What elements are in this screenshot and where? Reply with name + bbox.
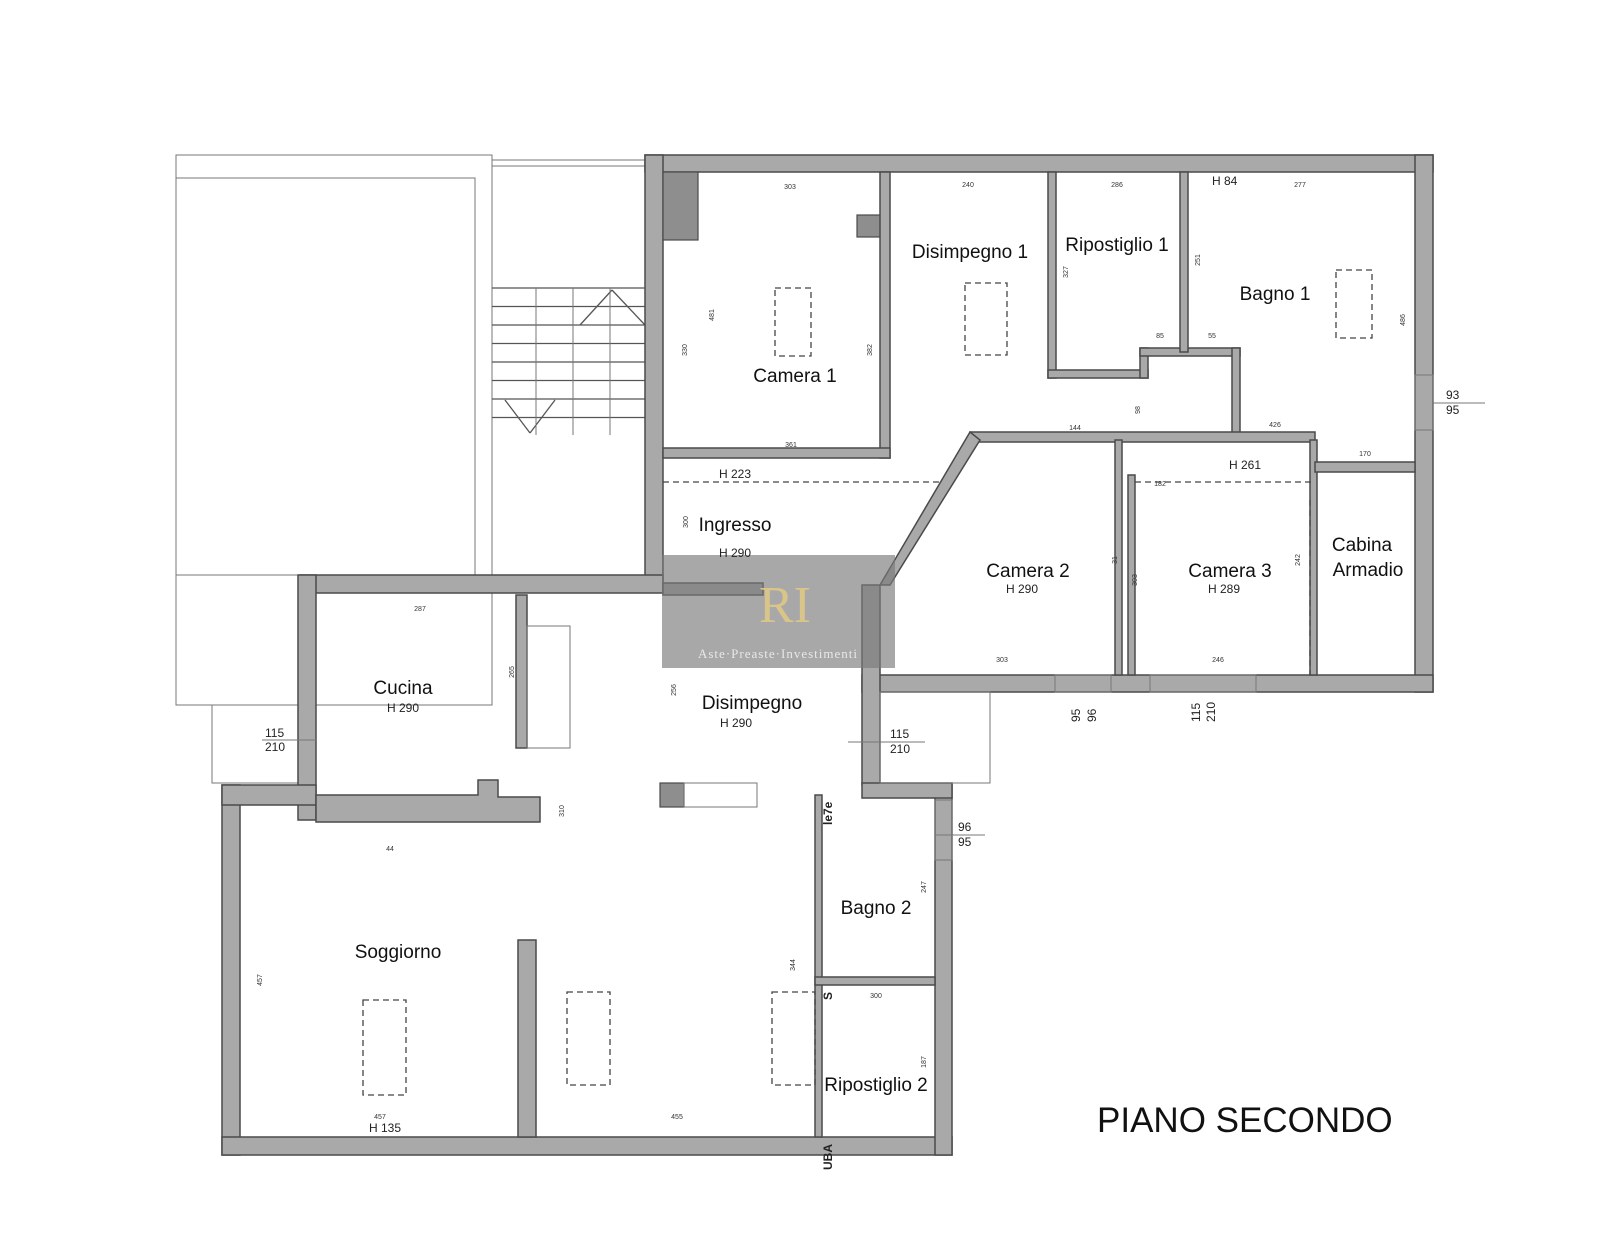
dimension-label: 457 [257, 974, 264, 986]
height-cucina: H 290 [387, 701, 419, 715]
skylights [362, 269, 1373, 1096]
dimension-label: 481 [709, 309, 716, 321]
svg-text:210: 210 [1204, 702, 1218, 722]
room-ingresso: Ingresso [699, 515, 772, 536]
dimension-label: 327 [1063, 266, 1070, 278]
dimension-label: 277 [1294, 182, 1306, 189]
dimension-label: 457 [374, 1114, 386, 1121]
dimension-labels: 303 240 286 277 481 330 382 361 327 251 486 85 55 98 1… [257, 182, 1407, 1121]
room-cabina: Cabina [1332, 535, 1393, 556]
height-camera-2: H 290 [1006, 582, 1038, 596]
room-ripostiglio-2: Ripostiglio 2 [824, 1075, 928, 1096]
room-camera-1: Camera 1 [753, 366, 836, 387]
svg-text:115: 115 [265, 726, 284, 740]
svg-text:93: 93 [1446, 388, 1460, 402]
dimension-label: 144 [1069, 425, 1081, 432]
dimension-label: 303 [996, 657, 1008, 664]
room-cucina: Cucina [373, 678, 433, 699]
svg-text:UBA: UBA [821, 1144, 835, 1170]
svg-text:96: 96 [1085, 708, 1099, 722]
dimension-label: 300 [870, 993, 882, 1000]
dimension-label: 98 [1135, 406, 1142, 414]
dimension-label: 170 [1359, 451, 1371, 458]
dimension-label: 85 [1156, 333, 1164, 340]
dimension-label: 486 [1400, 314, 1407, 326]
dimension-label: 242 [1295, 554, 1302, 566]
room-soggiorno: Soggiorno [355, 942, 442, 963]
dimension-label: 44 [386, 846, 394, 853]
svg-text:95: 95 [1446, 403, 1460, 417]
dimension-label: 361 [785, 442, 797, 449]
room-bagno-2: Bagno 2 [841, 898, 912, 919]
room-disimpegno: Disimpegno [702, 693, 802, 714]
dimension-label: 426 [1269, 422, 1281, 429]
svg-text:95: 95 [1069, 708, 1083, 722]
dimension-label: 251 [1195, 254, 1202, 266]
dimension-label: 344 [790, 959, 797, 971]
svg-text:115: 115 [1189, 703, 1203, 722]
staircase [492, 287, 646, 435]
dimension-label: 55 [1208, 333, 1216, 340]
svg-text:96: 96 [958, 820, 972, 834]
dimension-label: 455 [671, 1114, 683, 1121]
height-bagno-1: H 84 [1212, 174, 1238, 188]
svg-text:115: 115 [890, 727, 909, 741]
watermark-logo: RI Aste·Preaste·Investimenti [662, 555, 895, 668]
dimension-label: 246 [1212, 657, 1224, 664]
text-fragments: UBA S le7e [821, 801, 835, 1170]
svg-text:le7e: le7e [821, 801, 835, 825]
dimension-label: 310 [559, 805, 566, 817]
dimension-label: 382 [867, 344, 874, 356]
svg-text:S: S [821, 992, 835, 1000]
dimension-label: 265 [509, 666, 516, 678]
dimension-label: 287 [414, 606, 426, 613]
dimension-label: 31 [1112, 556, 1119, 564]
svg-text:210: 210 [265, 740, 285, 754]
room-disimpegno-1: Disimpegno 1 [912, 242, 1028, 263]
svg-text:210: 210 [890, 742, 910, 756]
dimension-label: 300 [683, 516, 690, 528]
dimension-label: 286 [1111, 182, 1123, 189]
room-armadio: Armadio [1333, 560, 1404, 581]
height-camera-3: H 289 [1208, 582, 1240, 596]
room-labels: Camera 1 Disimpegno 1 Ripostiglio 1 Bagn… [355, 174, 1404, 1135]
height-ingresso-top: H 223 [719, 467, 751, 481]
dimension-label: 240 [962, 182, 974, 189]
svg-text:RI: RI [759, 577, 811, 634]
floor-title: PIANO SECONDO [1097, 1101, 1393, 1140]
watermark-text: Aste·Preaste·Investimenti [698, 646, 858, 661]
room-bagno-1: Bagno 1 [1240, 284, 1311, 305]
dimension-label: 303 [1132, 574, 1139, 586]
dimension-label: 330 [682, 344, 689, 356]
svg-text:95: 95 [958, 835, 972, 849]
room-camera-3: Camera 3 [1188, 561, 1271, 582]
dimension-label: 187 [921, 1056, 928, 1068]
dimension-label: 303 [784, 184, 796, 191]
height-disimpegno: H 290 [720, 716, 752, 730]
room-camera-2: Camera 2 [986, 561, 1069, 582]
dimension-label: 256 [671, 684, 678, 696]
dimension-label: 247 [921, 881, 928, 893]
dimension-label: 182 [1154, 481, 1166, 488]
height-soggiorno: H 135 [369, 1121, 401, 1135]
room-ripostiglio-1: Ripostiglio 1 [1065, 235, 1169, 256]
height-camera-3-top: H 261 [1229, 458, 1261, 472]
height-ingresso: H 290 [719, 546, 751, 560]
